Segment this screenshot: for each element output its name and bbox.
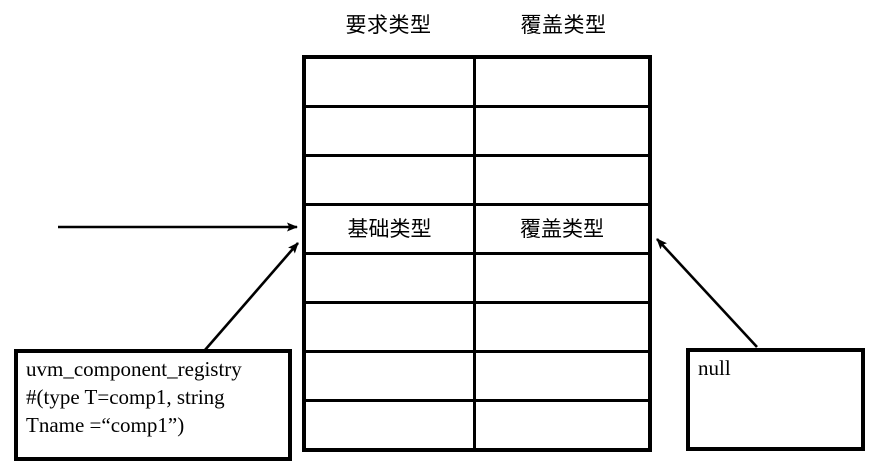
table-row bbox=[306, 59, 648, 108]
table-cell-override-type bbox=[476, 402, 648, 448]
registry-table: 基础类型 覆盖类型 bbox=[302, 55, 652, 452]
null-annotation-box: null bbox=[686, 348, 865, 451]
table-row-highlighted: 基础类型 覆盖类型 bbox=[306, 206, 648, 255]
table-cell-required-type bbox=[306, 108, 476, 154]
table-row bbox=[306, 157, 648, 206]
column-header-override-type: 覆盖类型 bbox=[520, 13, 607, 37]
registry-note-line-2: #(type T=comp1, string bbox=[26, 385, 225, 409]
table-cell-override-type bbox=[476, 255, 648, 301]
table-row bbox=[306, 255, 648, 304]
table-cell-required-type bbox=[306, 59, 476, 105]
table-cell-base-type: 基础类型 bbox=[306, 206, 476, 252]
table-row bbox=[306, 108, 648, 157]
table-row bbox=[306, 304, 648, 353]
table-cell-override-type bbox=[476, 157, 648, 203]
table-row bbox=[306, 402, 648, 448]
null-pointer-arrow bbox=[656, 238, 758, 348]
registry-annotation-box: uvm_component_registry #(type T=comp1, s… bbox=[14, 349, 292, 461]
registry-note-line-1: uvm_component_registry bbox=[26, 357, 242, 381]
registry-note-line-3: Tname =“comp1”) bbox=[26, 413, 185, 437]
null-note-line-1: null bbox=[698, 356, 731, 380]
table-row bbox=[306, 353, 648, 402]
registry-pointer-arrow bbox=[204, 242, 299, 351]
table-cell-override-type bbox=[476, 108, 648, 154]
table-cell-override-type bbox=[476, 304, 648, 350]
table-cell-required-type bbox=[306, 157, 476, 203]
table-cell-required-type bbox=[306, 304, 476, 350]
table-cell-required-type bbox=[306, 255, 476, 301]
table-cell-override-type-value: 覆盖类型 bbox=[520, 217, 604, 241]
table-cell-override-type bbox=[476, 59, 648, 105]
table-cell-required-type bbox=[306, 402, 476, 448]
table-cell-required-type bbox=[306, 353, 476, 399]
table-cell-override-type bbox=[476, 353, 648, 399]
column-header-required-type: 要求类型 bbox=[345, 13, 432, 37]
